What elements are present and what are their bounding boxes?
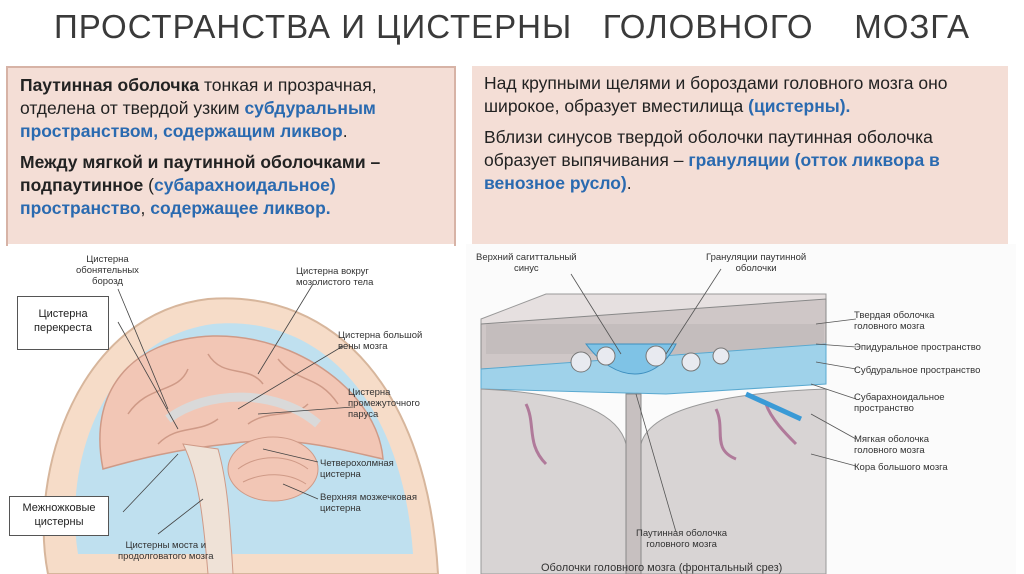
callout-interpeduncular-cisterns: Межножковые цистерны	[9, 496, 109, 536]
label-sagittal-sinus: Верхний сагиттальный синус	[476, 252, 577, 274]
page-title: ПРОСТРАНСТВА И ЦИСТЕРНЫ ГОЛОВНОГО МОЗГА	[54, 8, 970, 45]
left-paragraph-2: Между мягкой и паутинной оболочками – по…	[20, 152, 381, 218]
label-arachnoid-mater: Паутинная оболочка головного мозга	[636, 528, 728, 550]
brain-sagittal-illustration	[42, 283, 440, 574]
right-paragraph-1: Над крупными щелями и бороздами головног…	[484, 73, 948, 116]
granulations-term: грануляции (отток ликвора в венозное рус…	[484, 150, 940, 193]
label-arachnoid-granulations: Грануляции паутинной оболочки	[706, 252, 807, 274]
meninges-illustration	[480, 268, 857, 574]
label-pons-cisterns: Цистерны моста и продолговатого мозга	[118, 540, 214, 562]
label-olfactory-cistern: Цистерна обонятельных борозд	[76, 254, 139, 287]
callout-chiasm-cistern: Цистерна перекреста	[17, 296, 109, 350]
term-arachnoid: Паутинная оболочка	[20, 75, 200, 95]
meninges-frontal-figure: Верхний сагиттальный синус Грануляции па…	[466, 244, 1016, 574]
label-velum-cistern: Цистерна промежуточного паруса	[348, 387, 420, 420]
figure-caption: Оболочки головного мозга (фронтальный ср…	[541, 562, 783, 574]
subdural-term: субдуральным пространством, содержащим л…	[20, 98, 376, 141]
cisterns-term: (цистерны).	[748, 96, 851, 116]
label-epidural-space: Эпидуральное пространство	[854, 342, 981, 353]
label-dura-mater: Твердая оболочка головного мозга	[854, 310, 935, 332]
label-cerebral-cortex: Кора большого мозга	[854, 462, 948, 473]
label-superior-cerebellar-cistern: Верхняя мозжечковая цистерна	[320, 492, 417, 514]
left-paragraph-1: Паутинная оболочка тонкая и прозрачная, …	[20, 75, 377, 141]
label-subdural-space: Субдуральное пространство	[854, 365, 981, 376]
label-callosum-cistern: Цистерна вокруг мозолистого тела	[296, 266, 374, 288]
right-text-box: Над крупными щелями и бороздами головног…	[472, 66, 1008, 246]
label-pia-mater: Мягкая оболочка головного мозга	[854, 434, 930, 456]
brain-sagittal-figure: Цистерна обонятельных борозд Цистерна во…	[8, 244, 454, 574]
label-quadrigeminal-cistern: Четверохолмная цистерна	[320, 458, 394, 480]
left-text-box: Паутинная оболочка тонкая и прозрачная, …	[6, 66, 456, 246]
label-subarachnoid-space: Субарахноидальное пространство	[854, 392, 945, 414]
right-paragraph-2: Вблизи синусов твердой оболочки паутинна…	[484, 127, 940, 193]
label-great-vein-cistern: Цистерна большой вены мозга	[338, 330, 423, 352]
subarachnoid-term: субарахноидальное)	[153, 175, 336, 195]
